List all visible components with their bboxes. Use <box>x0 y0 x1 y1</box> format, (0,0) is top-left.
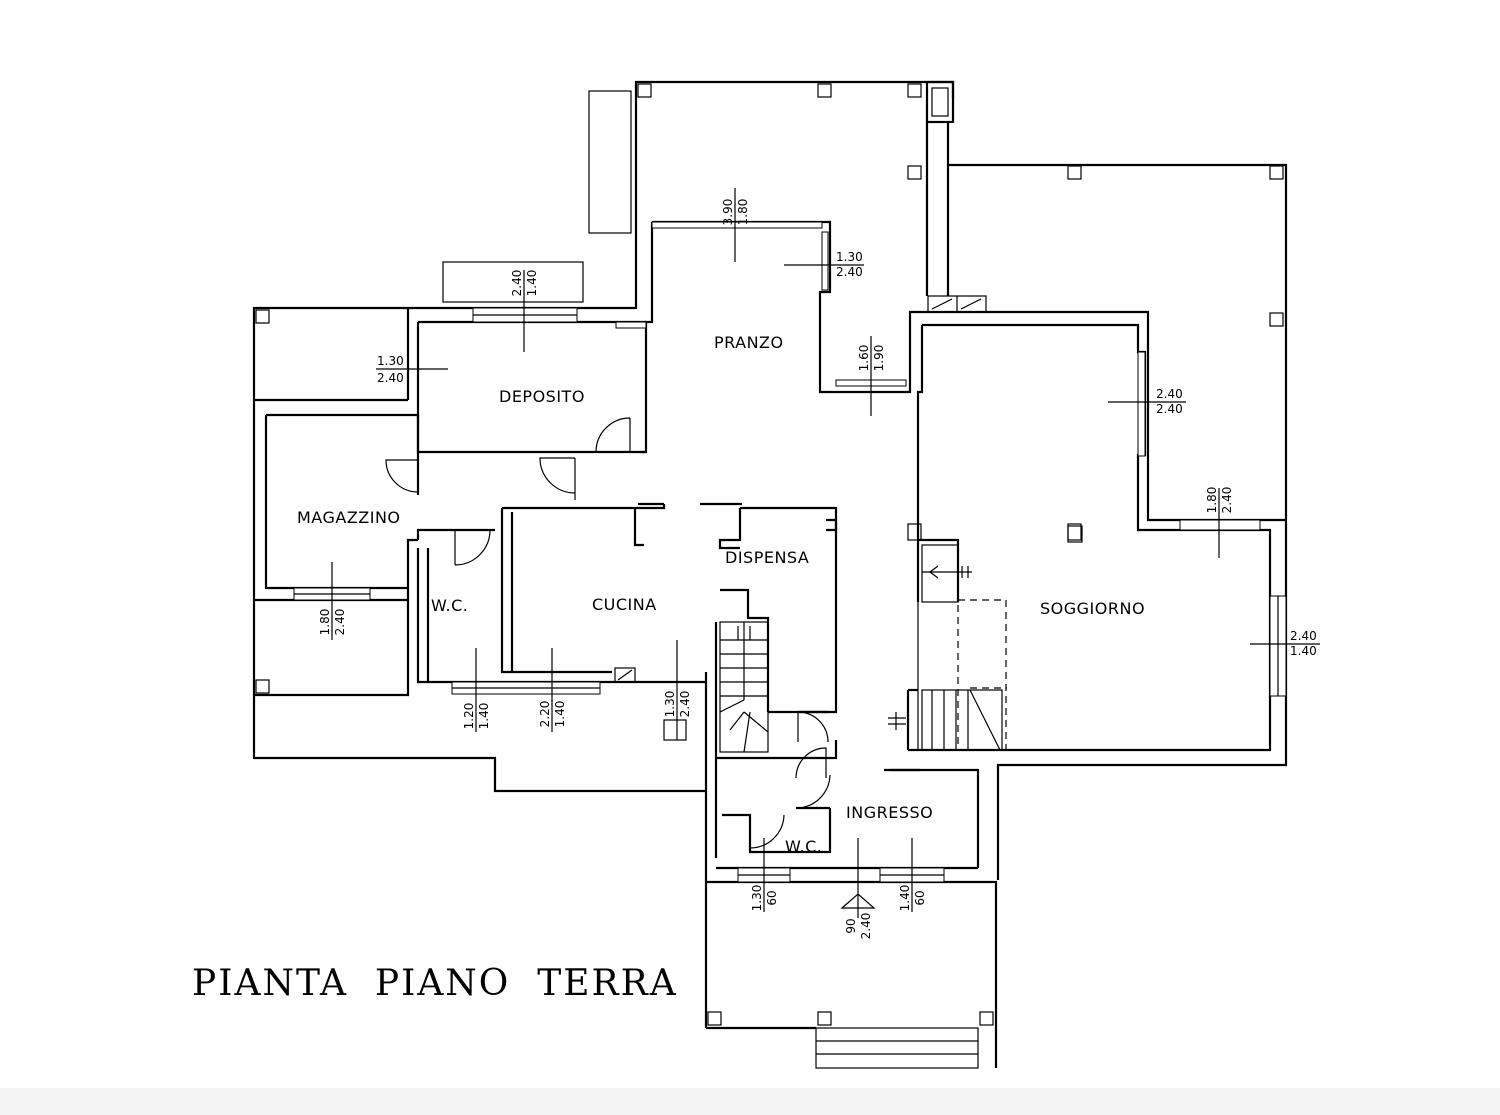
svg-text:90: 90 <box>844 918 858 933</box>
svg-text:1.20: 1.20 <box>462 703 476 730</box>
planter-top <box>588 90 632 234</box>
room-label-soggiorno: SOGGIORNO <box>1040 599 1145 618</box>
svg-text:2.40: 2.40 <box>836 265 863 279</box>
svg-text:2.40: 2.40 <box>510 270 524 297</box>
dim-cucina-bottom: 2.20 1.40 <box>538 648 567 732</box>
dim-wc2-bottom: 1.30 60 <box>750 838 779 912</box>
column-kitchen <box>663 719 687 741</box>
room-labels: PRANZO DEPOSITO MAGAZZINO W.C. CUCINA DI… <box>297 333 1145 856</box>
svg-text:1.30: 1.30 <box>836 250 863 264</box>
dim-ingresso-door: 90 2.40 <box>844 838 873 939</box>
svg-text:2.40: 2.40 <box>678 691 692 718</box>
dim-soggiorno-right: 2.40 1.40 <box>1250 629 1320 658</box>
svg-text:2.40: 2.40 <box>1290 629 1317 643</box>
svg-text:1.30: 1.30 <box>750 885 764 912</box>
doors <box>385 417 920 849</box>
entry-arrow-icon <box>840 882 876 918</box>
room-label-magazzino: MAGAZZINO <box>297 508 401 527</box>
stairs <box>719 544 1003 753</box>
svg-text:1.80: 1.80 <box>1205 487 1219 514</box>
flue <box>614 667 636 683</box>
svg-text:2.40: 2.40 <box>377 371 404 385</box>
svg-text:2.20: 2.20 <box>538 701 552 728</box>
svg-text:2.40: 2.40 <box>859 913 873 940</box>
room-label-deposito: DEPOSITO <box>499 387 585 406</box>
dim-pranzo-passage: 1.60 1.90 <box>857 336 886 416</box>
svg-text:1.30: 1.30 <box>377 354 404 368</box>
svg-text:1.40: 1.40 <box>1290 644 1317 658</box>
dim-magazzino-bottom: 1.80 2.40 <box>318 562 347 640</box>
svg-text:1.40: 1.40 <box>525 270 539 297</box>
columns <box>255 83 1284 1026</box>
dimension-labels: 3.90 1.80 2.40 1.40 1.60 1.90 1.80 2.40 … <box>318 188 1320 939</box>
dim-pranzo-right: 1.30 2.40 <box>784 250 864 279</box>
walls <box>252 80 1288 1069</box>
entry-steps <box>815 1027 979 1069</box>
planter-deposito <box>442 261 584 303</box>
svg-text:1.40: 1.40 <box>553 701 567 728</box>
stair-void-outline <box>957 599 1007 751</box>
dim-deposito-top: 2.40 1.40 <box>510 270 539 352</box>
chimney <box>925 80 955 124</box>
svg-text:2.40: 2.40 <box>333 609 347 636</box>
dim-pranzo-top: 3.90 1.80 <box>721 188 750 262</box>
dim-soggiorno-top: 2.40 2.40 <box>1108 387 1186 416</box>
svg-text:60: 60 <box>913 890 927 905</box>
svg-text:1.40: 1.40 <box>898 885 912 912</box>
room-label-dispensa: DISPENSA <box>725 548 809 567</box>
svg-text:1.80: 1.80 <box>736 199 750 226</box>
room-label-wc-1: W.C. <box>431 596 468 615</box>
room-label-wc-2: W.C. <box>785 837 822 856</box>
svg-text:3.90: 3.90 <box>721 199 735 226</box>
room-label-ingresso: INGRESSO <box>846 803 933 822</box>
svg-text:1.30: 1.30 <box>663 691 677 718</box>
dim-wc1-bottom: 1.20 1.40 <box>462 648 491 732</box>
dim-deposito-left: 1.30 2.40 <box>376 354 448 385</box>
dim-cucina-door: 1.30 2.40 <box>663 640 692 740</box>
dim-ingresso-window: 1.40 60 <box>898 838 927 912</box>
footer-bar <box>0 1088 1500 1115</box>
room-label-cucina: CUCINA <box>592 595 657 614</box>
svg-text:1.90: 1.90 <box>872 345 886 372</box>
plan-title: PIANTA PIANO TERRA <box>192 963 678 1004</box>
soggiorno-pillar <box>1067 525 1083 543</box>
svg-text:60: 60 <box>765 890 779 905</box>
svg-text:2.40: 2.40 <box>1156 402 1183 416</box>
svg-text:2.40: 2.40 <box>1156 387 1183 401</box>
windows <box>293 221 1287 883</box>
svg-text:2.40: 2.40 <box>1220 487 1234 514</box>
dim-soggiorno-corner: 1.80 2.40 <box>1205 487 1234 558</box>
svg-text:1.40: 1.40 <box>477 703 491 730</box>
svg-text:1.80: 1.80 <box>318 609 332 636</box>
svg-text:1.60: 1.60 <box>857 345 871 372</box>
room-label-pranzo: PRANZO <box>714 333 784 352</box>
